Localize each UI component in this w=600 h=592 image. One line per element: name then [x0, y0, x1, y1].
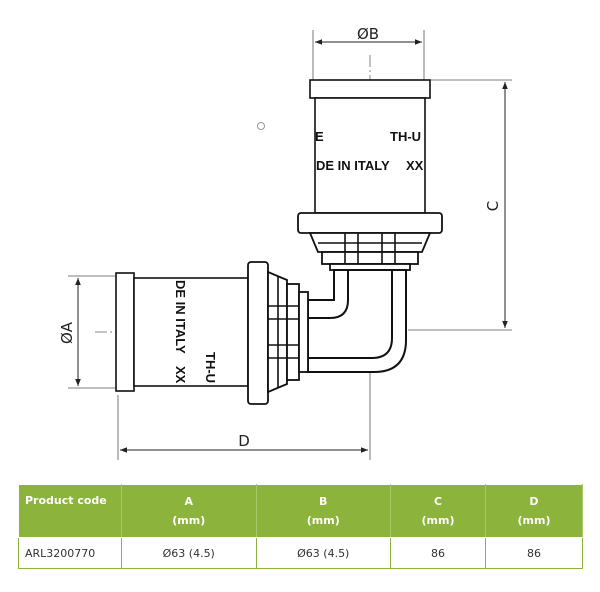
cell-a: Ø63 (4.5): [121, 537, 257, 569]
vertical-print-brand: TH-U: [390, 129, 421, 144]
cell-c: 86: [390, 537, 486, 569]
dimension-lines: [75, 39, 508, 453]
cell-b: Ø63 (4.5): [255, 537, 391, 569]
header-a: A(mm): [121, 484, 257, 538]
vertical-collar: [297, 212, 443, 271]
vertical-collar-ribs: [318, 233, 422, 264]
horizontal-collar-ribs: [268, 276, 299, 388]
specification-table: Product code A(mm) B(mm) C(mm) D(mm) ARL…: [18, 484, 583, 569]
reference-circle: [257, 122, 265, 130]
header-product-code: Product code: [18, 484, 122, 538]
header-d: D(mm): [485, 484, 583, 538]
vertical-print-origin: DE IN ITALY: [316, 158, 390, 173]
table-header-row: Product code A(mm) B(mm) C(mm) D(mm): [18, 484, 583, 538]
cell-product-code: ARL3200770: [18, 537, 122, 569]
cell-d: 86: [485, 537, 583, 569]
elbow-body: [307, 269, 407, 373]
horizontal-pipe-sleeve: [115, 272, 249, 392]
table-row: ARL3200770 Ø63 (4.5) Ø63 (4.5) 86 86: [18, 537, 583, 569]
horizontal-print-brand: TH-U: [203, 352, 218, 383]
dimension-label-d: D: [238, 432, 250, 450]
header-c: C(mm): [390, 484, 486, 538]
extension-lines: [68, 30, 512, 460]
dimension-label-b: ØB: [357, 25, 379, 43]
vertical-print-fragment-1: E: [315, 129, 324, 144]
elbow-fitting-diagram: ØB C ØA D E TH-U DE IN ITALY XX DE IN IT…: [58, 25, 512, 460]
horizontal-collar: [247, 261, 309, 405]
dimension-label-c: C: [484, 201, 502, 211]
horizontal-print-fragment: XX: [173, 366, 188, 384]
vertical-print-fragment-2: XX: [406, 158, 424, 173]
vertical-pipe-sleeve: [309, 79, 431, 214]
dimension-label-a: ØA: [58, 321, 76, 344]
horizontal-print-origin: DE IN ITALY: [173, 280, 188, 354]
header-b: B(mm): [255, 484, 391, 538]
